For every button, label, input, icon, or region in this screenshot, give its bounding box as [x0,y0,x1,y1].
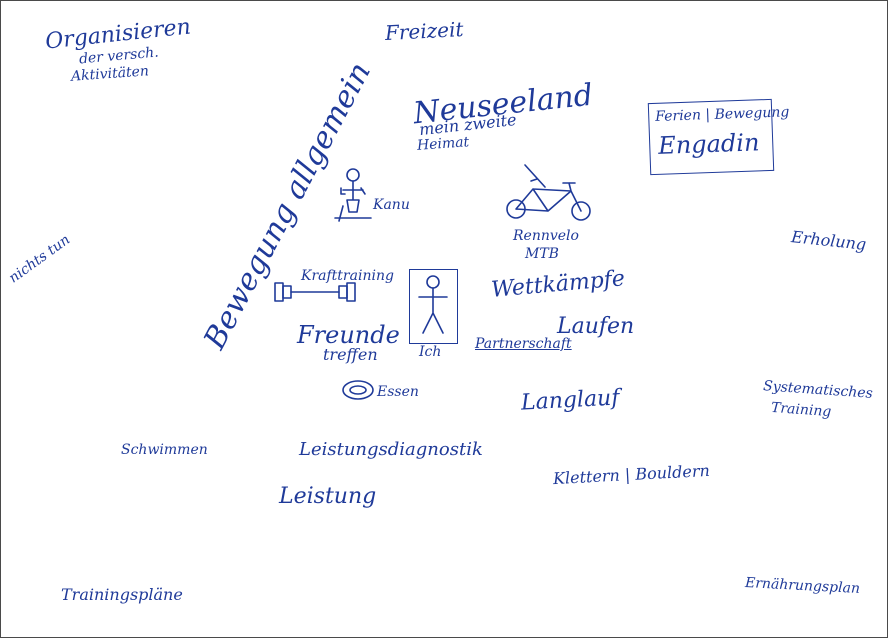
label-laufen: Laufen [557,314,635,339]
label-krafttraining: Krafttraining [301,268,394,284]
label-klettern-bouldern: Klettern | Bouldern [552,460,711,489]
label-erholung: Erholung [790,227,868,254]
label-wettkaempfe: Wettkämpfe [490,266,626,303]
ich-box [409,269,458,344]
label-partnerschaft: Partnerschaft [475,336,572,352]
label-treffen: treffen [323,345,378,364]
label-ernaehrungsplan: Ernährungsplan [744,575,861,597]
label-training: Training [770,399,832,421]
label-leistungsdiagnostik: Leistungsdiagnostik [299,439,483,460]
label-ich: Ich [419,344,442,360]
food-plate-icon [342,380,374,400]
label-freunde: Freunde [297,321,400,349]
engadin-subtitle: Ferien | Bewegung [654,104,790,125]
engadin-title: Engadin [657,128,760,160]
label-langlauf: Langlauf [520,385,621,416]
label-rennvelo: Rennvelo [513,228,579,244]
kayaker-icon [334,168,372,222]
label-systematisches: Systematisches [762,378,874,402]
stick-figure-icon [418,275,448,334]
label-schwimmen: Schwimmen [121,442,208,458]
label-leistung: Leistung [279,484,377,509]
label-freizeit: Freizeit [384,16,465,46]
engadin-box: Ferien | Bewegung Engadin [647,98,790,176]
label-nichts-tun: nichts tun [6,231,74,287]
label-kanu: Kanu [373,197,410,213]
label-trainingsplaene: Trainingspläne [61,585,183,604]
label-mtb: MTB [525,246,559,262]
bicycle-icon [506,164,591,221]
label-essen: Essen [377,384,419,400]
label-neuseeland-line3: Heimat [416,134,470,154]
dumbbell-icon [274,282,356,302]
label-organisieren-line3: Aktivitäten [70,63,150,85]
